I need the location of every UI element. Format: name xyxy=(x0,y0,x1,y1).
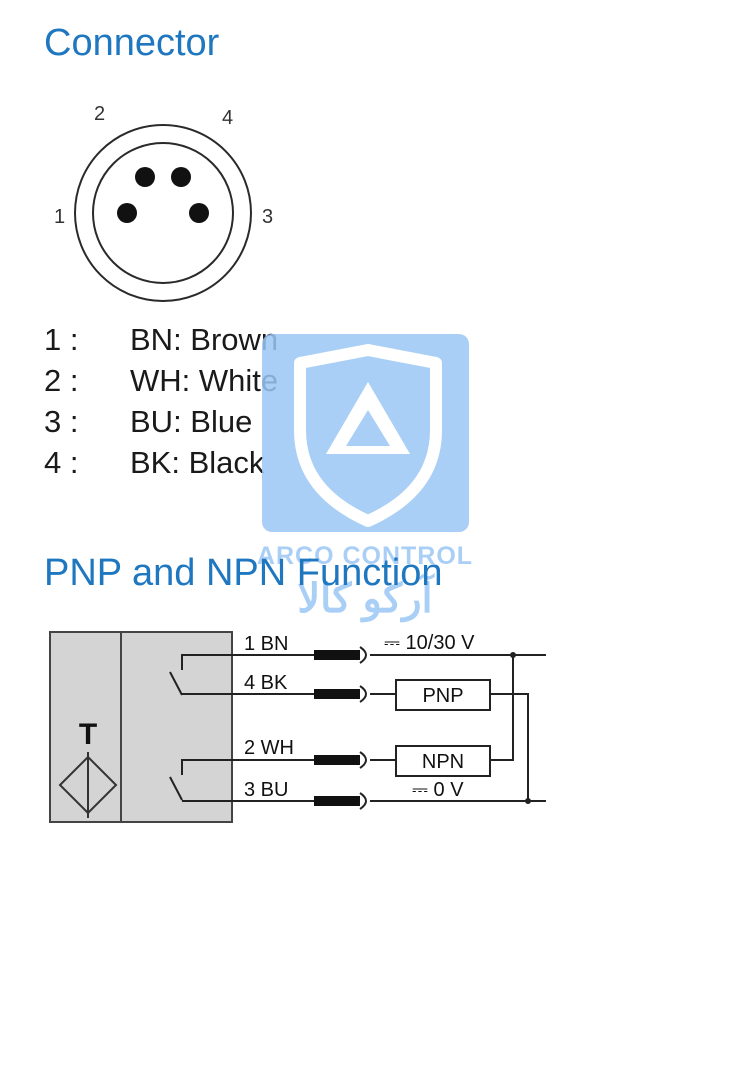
load-pnp xyxy=(395,679,491,711)
pin-legend-row-2: 2 : WH: White xyxy=(44,361,364,401)
pin-2-dot xyxy=(135,167,155,187)
plug-wh xyxy=(314,755,360,765)
plug-bk xyxy=(314,689,360,699)
load-label-npn: NPN xyxy=(422,751,464,773)
connector-pin-diagram: 1 2 3 4 xyxy=(54,103,273,302)
pin-label-1: 1 xyxy=(54,206,65,228)
pin-color: BU: Blue xyxy=(130,404,253,439)
pin-number: 4 : xyxy=(44,445,79,480)
connector-outer-ring xyxy=(74,124,252,302)
pin-color: BN: Brown xyxy=(130,322,279,357)
wire-label-wh: 2 WH xyxy=(244,737,294,759)
wire-label-bk: 4 BK xyxy=(244,672,288,694)
pin-number: 1 : xyxy=(44,322,79,357)
switch-contact-upper xyxy=(169,654,232,696)
pin-3-dot xyxy=(189,203,209,223)
pin-1-dot xyxy=(117,203,137,223)
pin-legend-row-4: 4 : BK: Black xyxy=(44,443,364,483)
wire-label-bn: 1 BN xyxy=(244,633,288,655)
pin-legend-row-1: 1 : BN: Brown xyxy=(44,320,364,360)
supply-label-positive: ⎓ 10/30 V xyxy=(384,632,475,654)
connector-inner-ring xyxy=(92,142,234,284)
switch-contact-lower xyxy=(169,759,232,802)
pin-legend-row-3: 3 : BU: Blue xyxy=(44,402,364,442)
supply-label-zero: ⎓ 0 V xyxy=(412,779,464,801)
load-label-pnp: PNP xyxy=(422,685,463,707)
pin-label-4: 4 xyxy=(222,107,233,129)
wire-label-bu: 3 BU xyxy=(244,779,288,801)
pin-color: WH: White xyxy=(130,363,279,398)
function-title: PNP and NPN Function xyxy=(44,552,443,594)
plug-bu xyxy=(314,796,360,806)
pin-number: 3 : xyxy=(44,404,79,439)
pin-label-2: 2 xyxy=(94,103,105,125)
connector-title: Connector xyxy=(44,22,220,64)
load-npn xyxy=(395,745,491,777)
pin-4-dot xyxy=(171,167,191,187)
pin-label-3: 3 xyxy=(262,206,273,228)
pin-number: 2 : xyxy=(44,363,79,398)
plug-bn xyxy=(314,650,360,660)
pin-color: BK: Black xyxy=(130,445,265,480)
sensor-label: T xyxy=(79,718,97,751)
sensor-body xyxy=(49,631,233,823)
